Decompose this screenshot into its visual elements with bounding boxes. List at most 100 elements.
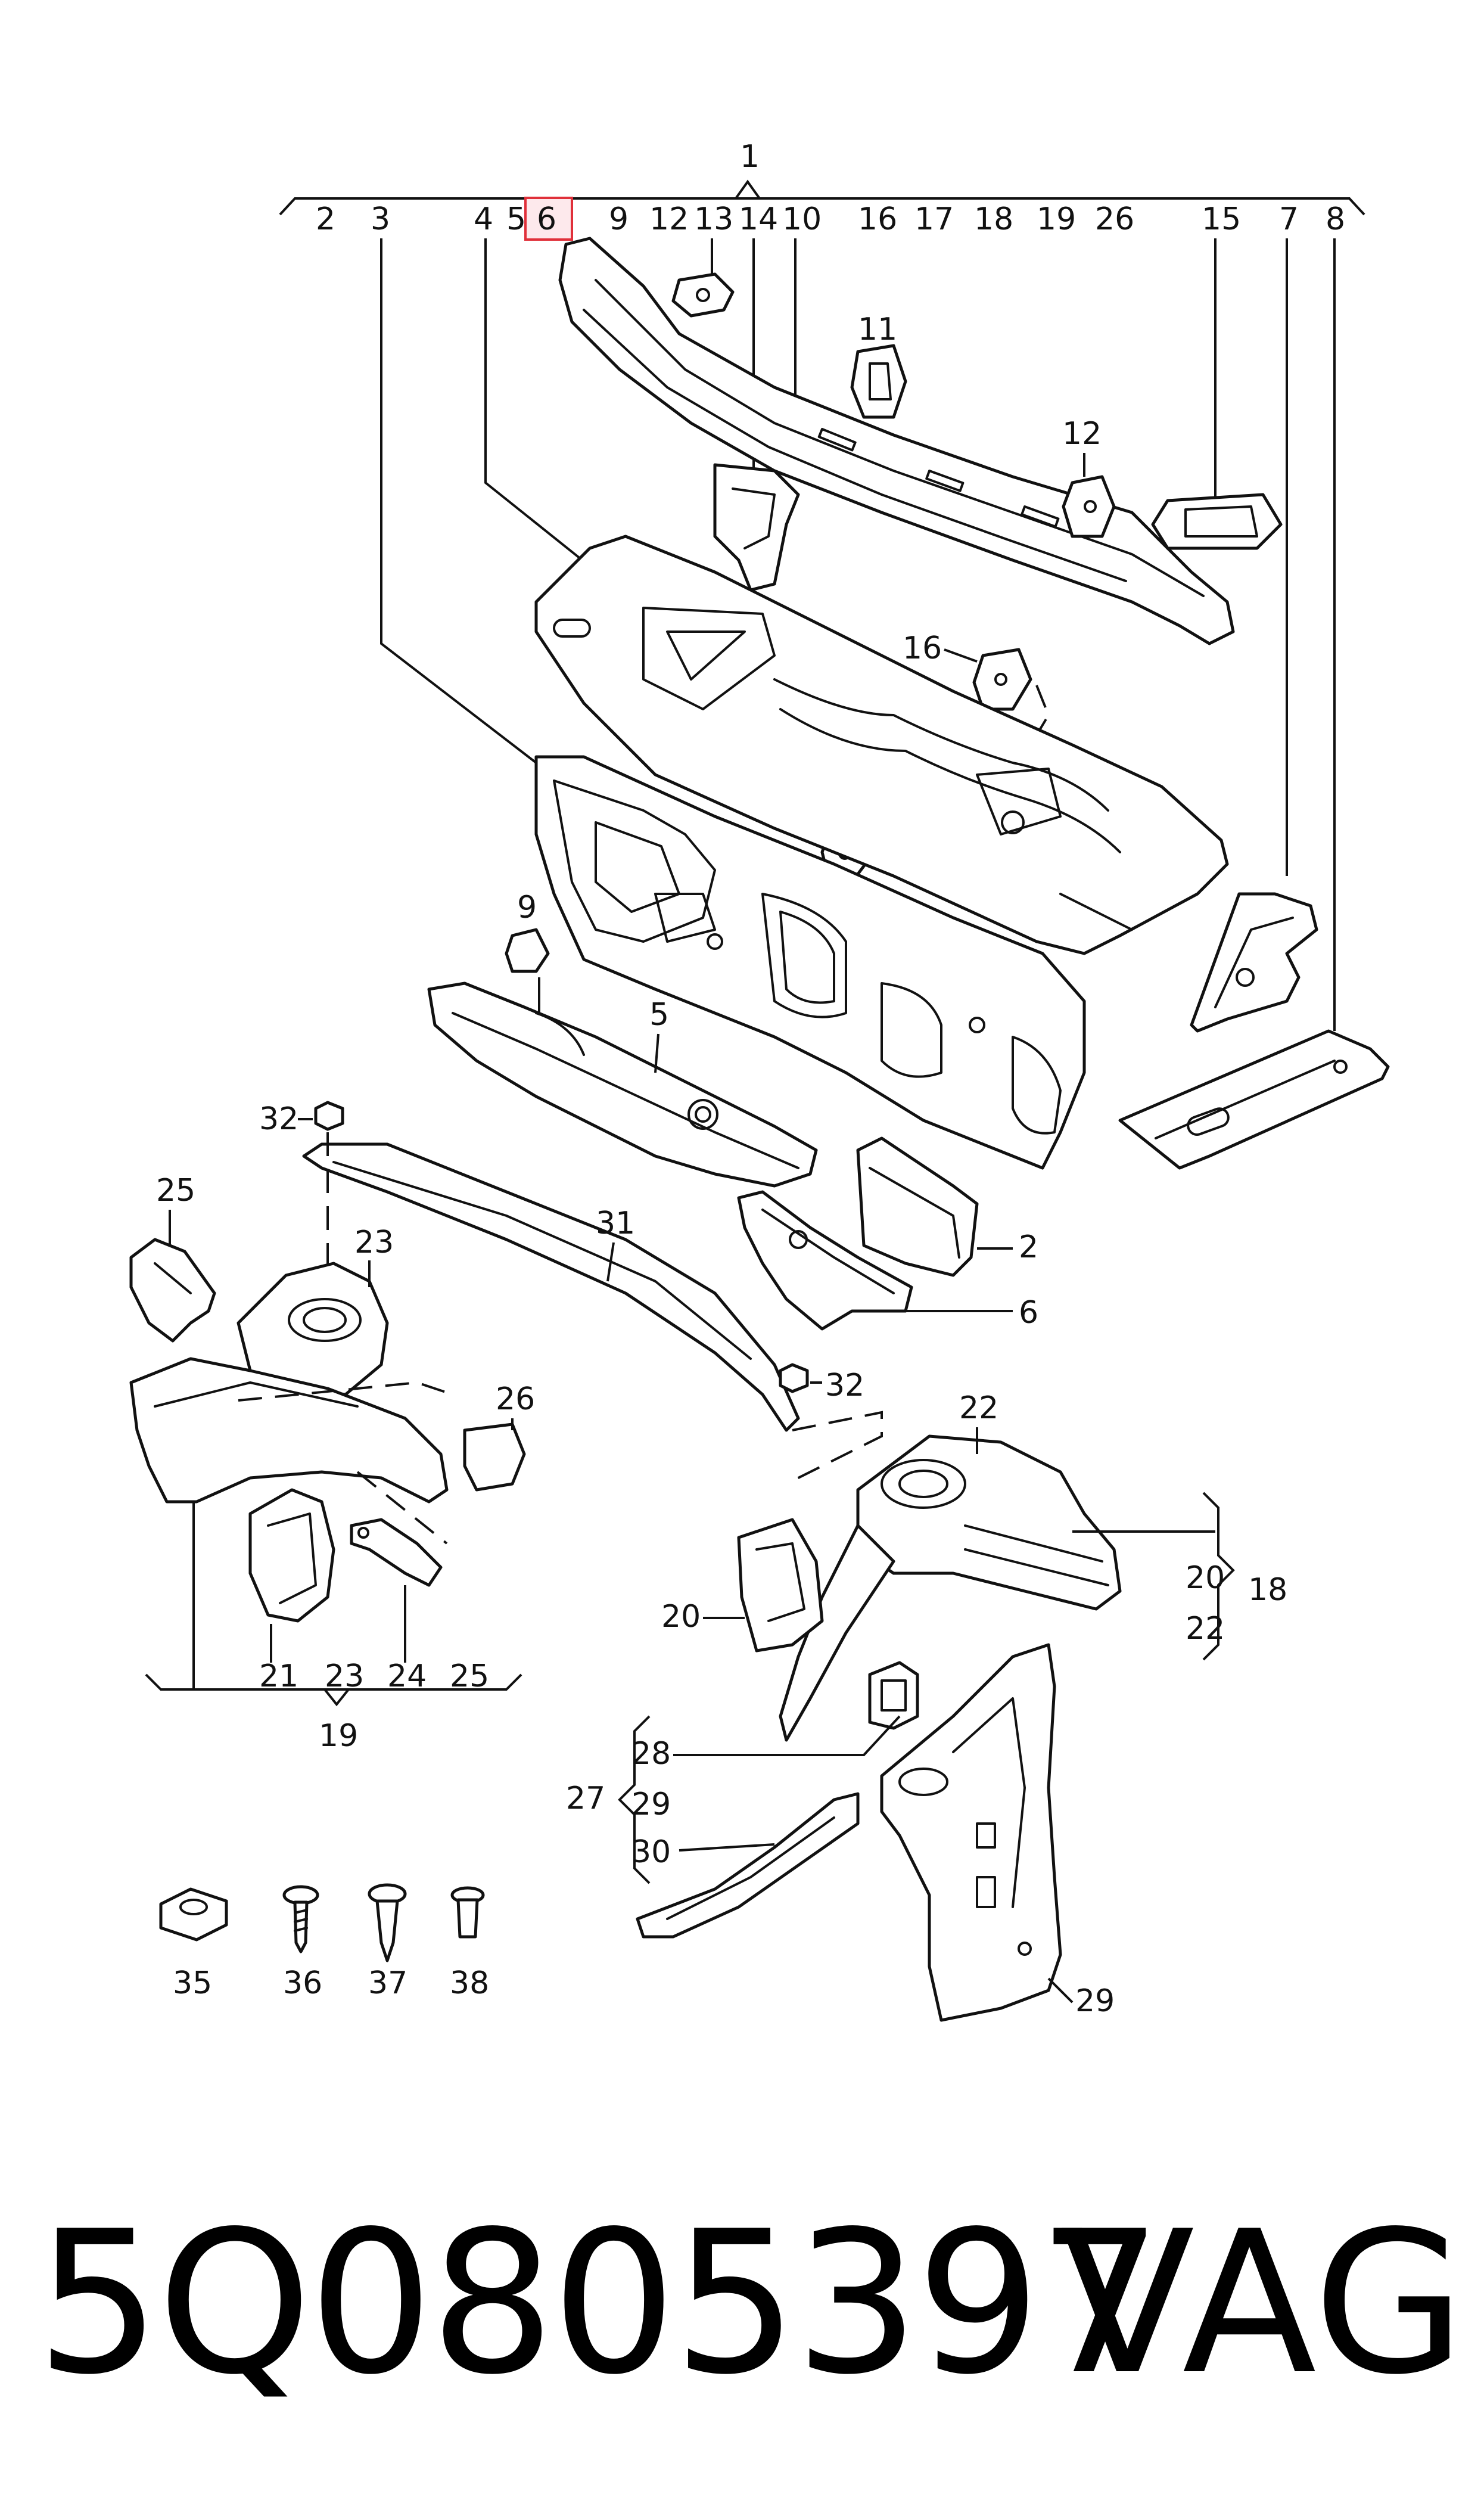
callout-9: 9 — [609, 201, 629, 237]
callout-22a: 22 — [959, 1390, 998, 1426]
part-20-bracket — [737, 1518, 824, 1653]
part-37-bolt — [368, 1883, 407, 1962]
top-callout-row: 2 3 4 5 6 9 12 13 14 10 16 17 18 19 26 1… — [316, 197, 1345, 241]
part-32-nut-lower — [779, 1363, 809, 1393]
callout-20b: 20 — [1186, 1560, 1225, 1596]
part-2-lower-box — [856, 1136, 979, 1277]
callout-10: 10 — [782, 201, 822, 237]
part-36-screw — [282, 1885, 319, 1953]
callout-24: 24 — [387, 1658, 427, 1694]
callout-21: 21 — [259, 1658, 298, 1694]
callout-31: 31 — [596, 1206, 635, 1241]
top-leaders — [380, 238, 1336, 1031]
brand-name: VAG — [1060, 2189, 1466, 2418]
group-27-bracket — [618, 1715, 901, 1884]
callout-5: 5 — [506, 201, 526, 237]
part-11-bracket — [850, 344, 907, 419]
leader-31 — [606, 1242, 615, 1282]
callout-16b: 16 — [903, 630, 942, 666]
part-7-side-bracket — [1190, 892, 1318, 1033]
part-38-rivet-nut — [450, 1886, 485, 1939]
callout-29b: 29 — [1075, 1983, 1115, 2019]
part-15-bracket — [1151, 493, 1283, 550]
callout-25a: 25 — [156, 1173, 195, 1209]
highlight-box — [524, 197, 573, 241]
part-19-wheelhouse — [129, 1357, 449, 1504]
part-14-bracket — [713, 463, 800, 592]
callout-14: 14 — [739, 201, 778, 237]
callout-9b: 9 — [517, 890, 537, 925]
leader-16 — [944, 648, 978, 663]
callout-37: 37 — [368, 1965, 407, 2001]
callout-19: 19 — [1037, 201, 1076, 237]
callout-7: 7 — [1279, 201, 1299, 237]
callout-6b: 6 — [1019, 1295, 1038, 1331]
callout-1: 1 — [740, 139, 760, 175]
leader-29b — [1047, 1977, 1074, 2004]
callout-12b: 12 — [1062, 416, 1102, 452]
part-9-bracket — [505, 928, 550, 973]
part-13-bracket — [671, 272, 735, 318]
callout-16: 16 — [858, 201, 897, 237]
callout-19: 19 — [319, 1718, 358, 1754]
part-8-side-plate — [1118, 1029, 1390, 1170]
footer: 5Q0805397 VAG — [36, 2205, 1466, 2455]
callout-22b: 22 — [1186, 1611, 1225, 1647]
callout-32a: 32 — [259, 1101, 298, 1137]
part-31-strut — [302, 1142, 800, 1432]
leader-5 — [654, 1033, 659, 1073]
part-35-cage-nut — [159, 1887, 228, 1942]
callout-23b: 23 — [325, 1658, 364, 1694]
callout-17: 17 — [914, 201, 954, 237]
part-21-reinforcement — [248, 1488, 335, 1623]
callout-2: 2 — [316, 201, 335, 237]
part-25-bracket-left — [129, 1238, 216, 1343]
part-26-bracket — [463, 1422, 526, 1492]
part-28-bracket — [868, 1661, 919, 1730]
callout-20a: 20 — [661, 1599, 701, 1635]
callout-15: 15 — [1202, 201, 1241, 237]
callout-8: 8 — [1326, 201, 1345, 237]
part-22-strut-tower-right — [856, 1434, 1122, 1611]
callout-38: 38 — [450, 1965, 489, 2001]
part-32-nut-upper — [314, 1101, 344, 1131]
group-18-bracket — [1072, 1492, 1235, 1661]
callout-18: 18 — [974, 201, 1013, 237]
part-10-cowl-upper-member — [558, 237, 1235, 645]
part-29-pillar — [880, 1643, 1062, 2022]
group-1-bracket — [279, 179, 1365, 216]
callout-36: 36 — [283, 1965, 322, 2001]
callout-2b: 2 — [1019, 1229, 1038, 1265]
part-24-bracket — [350, 1518, 443, 1587]
callout-26b: 26 — [496, 1381, 535, 1417]
callout-11: 11 — [858, 312, 897, 347]
callout-29a: 29 — [631, 1787, 671, 1822]
dash-19b — [356, 1471, 448, 1545]
callout-26: 26 — [1095, 201, 1134, 237]
part-16-bracket — [972, 648, 1032, 711]
callout-6-highlighted: 6 — [537, 201, 556, 237]
part-4-plenum-panel — [534, 535, 1229, 955]
callout-32b: 32 — [825, 1368, 864, 1403]
callout-28: 28 — [631, 1736, 671, 1772]
callout-4: 4 — [474, 201, 493, 237]
part-12-bracket — [1062, 475, 1116, 538]
callout-25b: 25 — [450, 1658, 489, 1694]
dash-19a — [238, 1381, 453, 1402]
callout-18: 18 — [1248, 1572, 1287, 1608]
group-19-bracket — [145, 1502, 522, 1707]
part-6-reinforcement — [737, 1190, 913, 1331]
part-3-bulkhead — [534, 755, 1086, 1170]
callout-27: 27 — [566, 1781, 605, 1816]
part-30-sill — [636, 1792, 860, 1939]
callout-23a: 23 — [354, 1225, 394, 1260]
part-number: 5Q0805397 — [36, 2189, 1162, 2418]
callout-13: 13 — [694, 201, 733, 237]
callout-12: 12 — [649, 201, 689, 237]
dash-32b — [786, 1411, 883, 1485]
callout-30: 30 — [631, 1834, 671, 1870]
callout-35: 35 — [173, 1965, 212, 2001]
callout-3: 3 — [371, 201, 390, 237]
part-5-crossmember — [427, 981, 818, 1188]
